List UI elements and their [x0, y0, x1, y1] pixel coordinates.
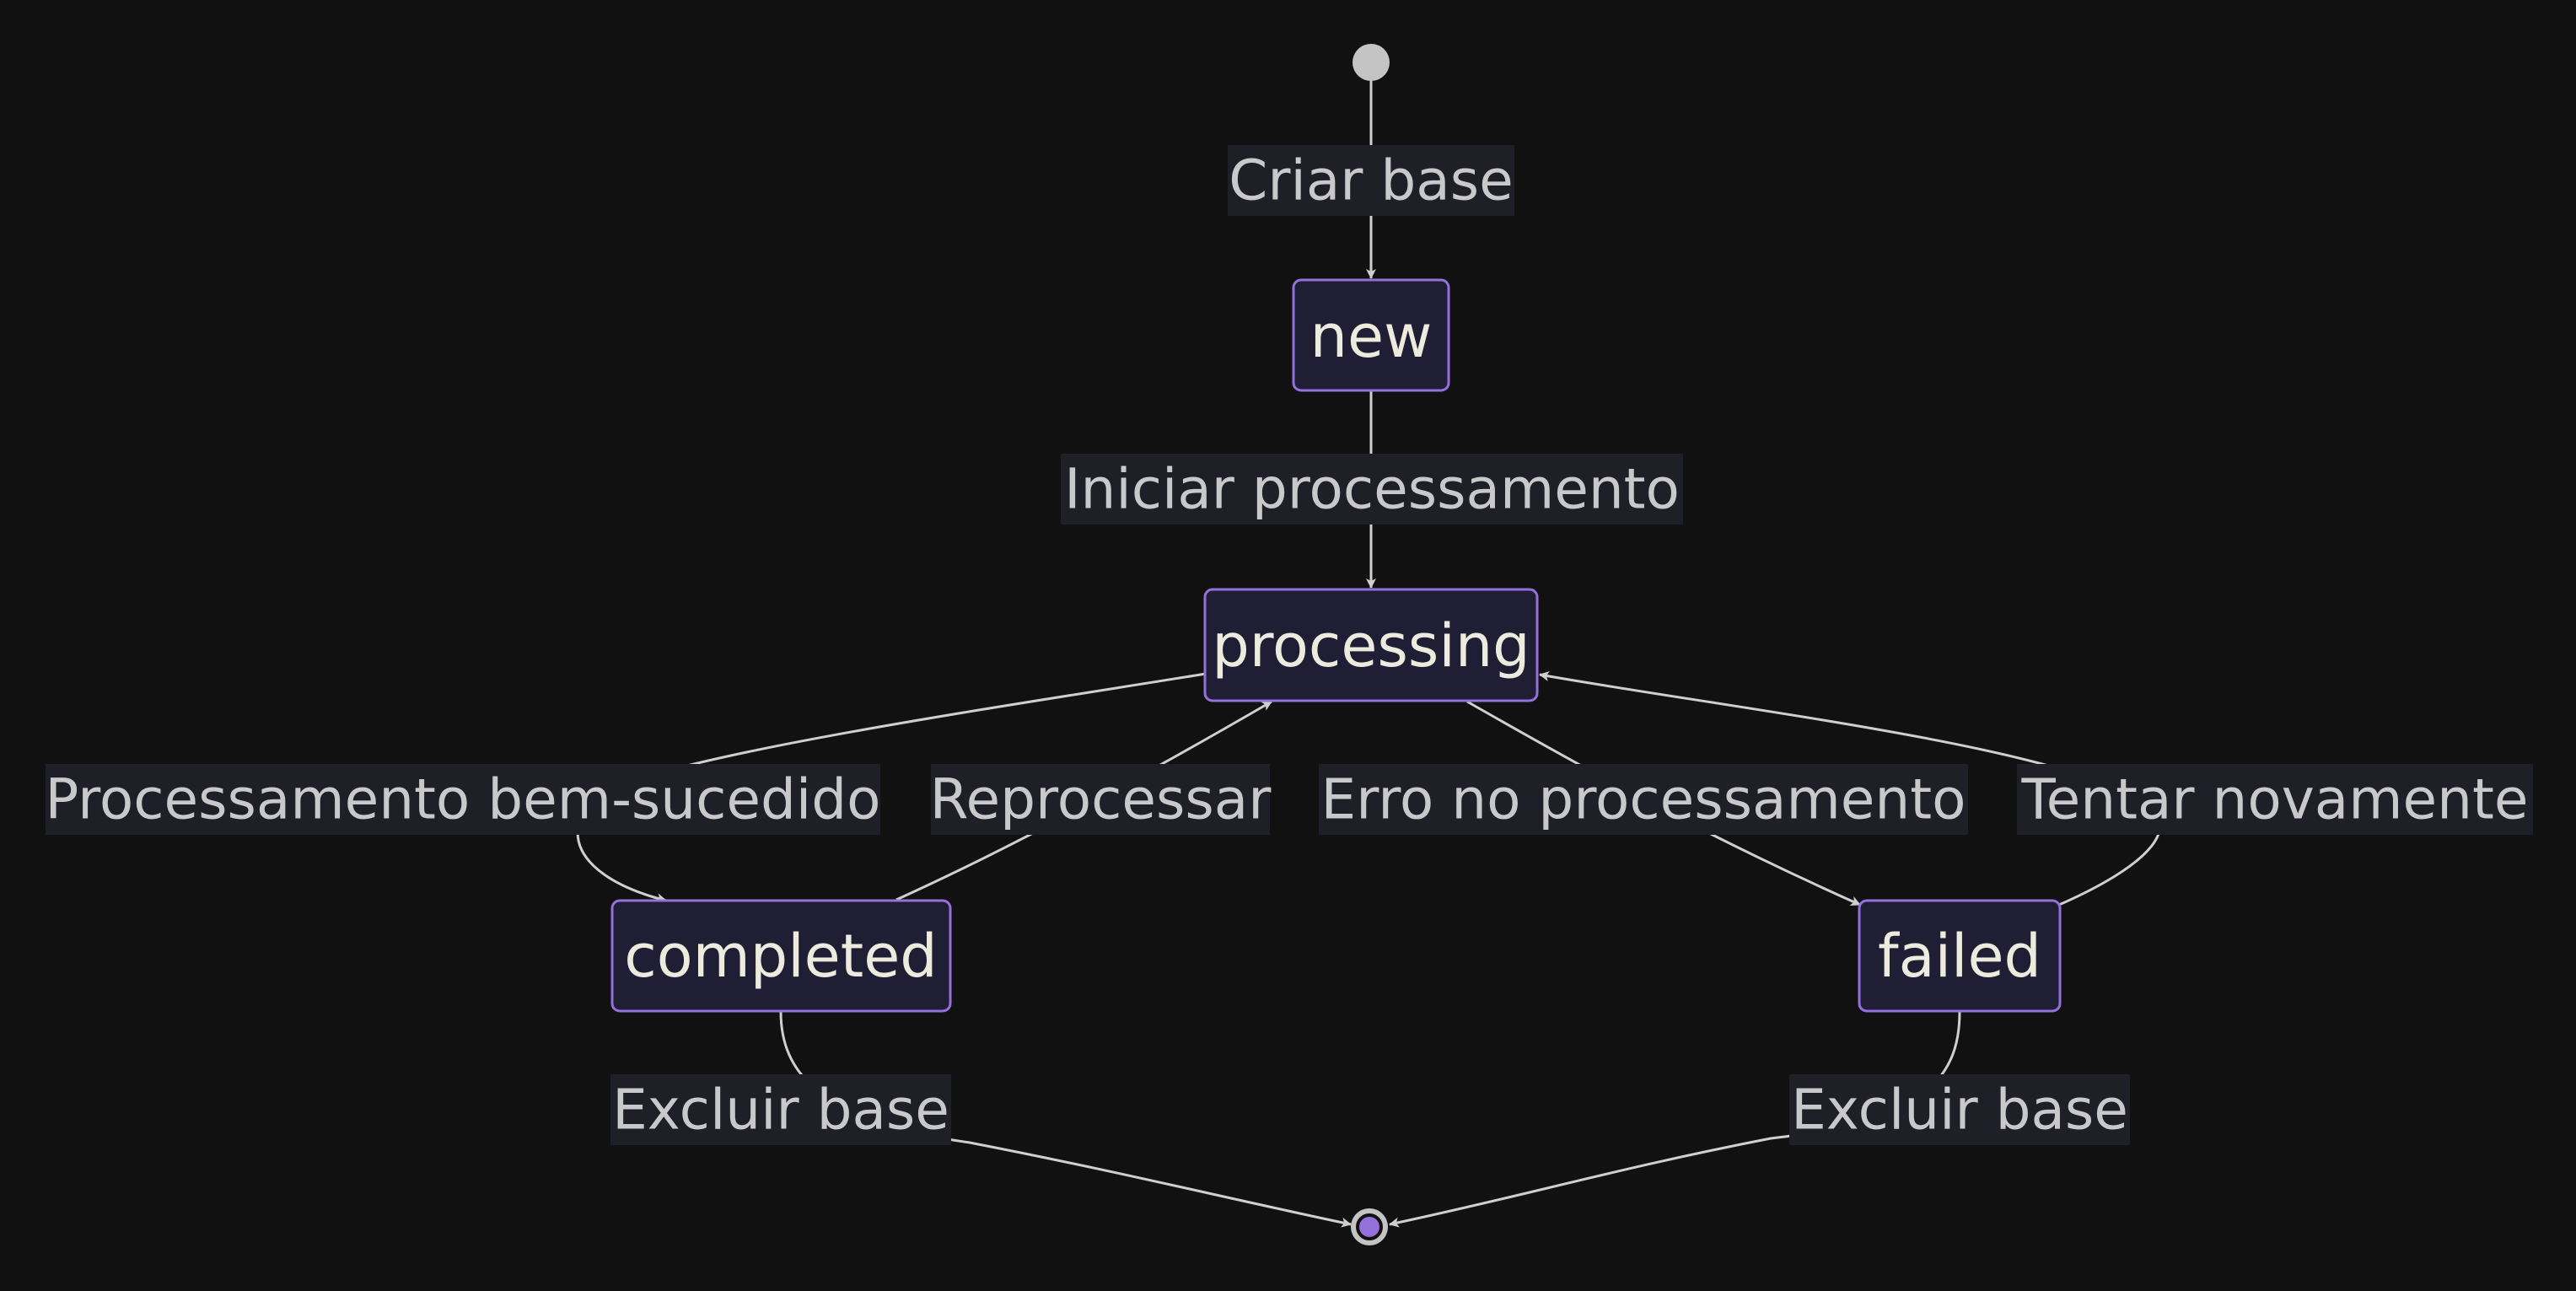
state-completed-label: completed [624, 922, 937, 991]
edge-label-iniciar-processamento: Iniciar processamento [1061, 454, 1683, 524]
svg-text:Excluir base: Excluir base [612, 1078, 949, 1143]
state-failed-label: failed [1878, 922, 2041, 991]
svg-text:Excluir base: Excluir base [1791, 1078, 2128, 1143]
end-marker [1351, 1208, 1388, 1245]
edge-label-excluir-base-failed: Excluir base [1789, 1074, 2130, 1145]
svg-text:Processamento bem-sucedido: Processamento bem-sucedido [46, 767, 881, 832]
edge-label-erro-no-processamento: Erro no processamento [1319, 764, 1968, 835]
state-processing[interactable]: processing [1203, 588, 1539, 702]
state-processing-label: processing [1212, 611, 1530, 680]
edge-label-criar-base: Criar base [1228, 145, 1514, 216]
edge-label-excluir-base-completed: Excluir base [610, 1074, 951, 1145]
state-new-label: new [1310, 302, 1433, 371]
edge-label-tentar-novamente: Tentar novamente [2017, 764, 2533, 835]
edge-label-reprocessar: Reprocessar [930, 764, 1272, 835]
state-failed[interactable]: failed [1858, 899, 2062, 1013]
svg-text:Reprocessar: Reprocessar [930, 767, 1272, 832]
state-completed[interactable]: completed [610, 899, 952, 1013]
svg-text:Tentar novamente: Tentar novamente [2021, 767, 2529, 832]
state-new[interactable]: new [1292, 278, 1450, 392]
svg-text:Criar base: Criar base [1229, 148, 1513, 213]
svg-text:Iniciar processamento: Iniciar processamento [1064, 457, 1680, 522]
start-marker [1353, 44, 1390, 81]
edge-completed-to-end [779, 1011, 1352, 1228]
edge-failed-to-end [1389, 1011, 1961, 1228]
edge-label-processamento-bem-sucedido: Processamento bem-sucedido [46, 764, 881, 835]
svg-text:Erro no processamento: Erro no processamento [1321, 767, 1966, 832]
